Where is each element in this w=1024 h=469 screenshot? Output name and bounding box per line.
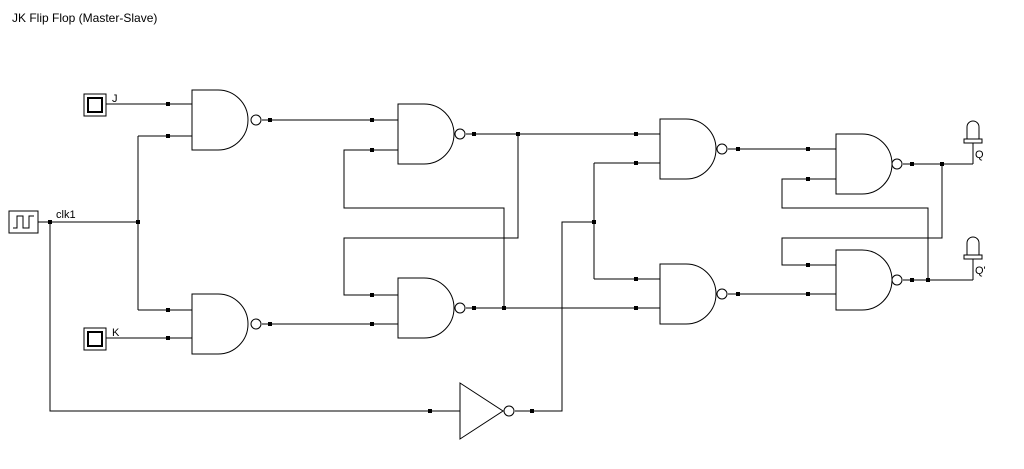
junction xyxy=(516,132,520,136)
junction xyxy=(268,322,272,326)
junction xyxy=(136,220,140,224)
junction xyxy=(910,162,914,166)
led-probe-icon xyxy=(963,120,983,144)
junction xyxy=(940,162,944,166)
junction xyxy=(48,220,52,224)
junction xyxy=(736,147,740,151)
junction xyxy=(806,263,810,267)
junction xyxy=(166,336,170,340)
junction xyxy=(428,409,432,413)
junction xyxy=(926,278,930,282)
junction xyxy=(268,118,272,122)
junction xyxy=(634,306,638,310)
junction xyxy=(634,161,638,165)
clock-label: clk1 xyxy=(56,209,76,221)
junction xyxy=(634,132,638,136)
junction xyxy=(910,278,914,282)
nand-gate-7 xyxy=(835,133,903,195)
toggle-input-icon[interactable] xyxy=(83,327,107,351)
square-wave-icon[interactable] xyxy=(8,210,39,234)
output-label-q-bar: Q' xyxy=(975,265,986,277)
junction xyxy=(502,306,506,310)
wire-n4-n3-feedback xyxy=(343,149,505,308)
input-label-j: J xyxy=(112,93,118,105)
led-probe-icon xyxy=(963,236,983,260)
junction xyxy=(736,292,740,296)
junction xyxy=(472,132,476,136)
nand-gate-2 xyxy=(191,293,262,355)
not-gate xyxy=(459,382,515,440)
junction xyxy=(370,293,374,297)
nand-gate-4 xyxy=(397,277,466,339)
nand-gate-5 xyxy=(659,118,728,180)
wire-qbar-n7-feedback xyxy=(781,178,929,280)
nand-gate-8 xyxy=(835,249,903,311)
junction xyxy=(592,220,596,224)
junction xyxy=(806,292,810,296)
wire-clk-not xyxy=(49,222,460,412)
junction xyxy=(472,306,476,310)
output-label-q: Q xyxy=(975,149,984,161)
wire-n3-n4-feedback xyxy=(343,134,519,296)
input-label-k: K xyxy=(112,327,120,339)
junction xyxy=(370,118,374,122)
wire-not-slave xyxy=(515,221,594,412)
nand-gate-3 xyxy=(397,103,466,165)
toggle-input-icon[interactable] xyxy=(83,93,107,117)
wires xyxy=(38,103,974,412)
junction xyxy=(166,308,170,312)
junction xyxy=(530,409,534,413)
junction xyxy=(166,102,170,106)
page-title: JK Flip Flop (Master-Slave) xyxy=(12,11,158,25)
wire-q-n8-feedback xyxy=(781,164,943,266)
junction xyxy=(634,277,638,281)
junction xyxy=(370,322,374,326)
junction xyxy=(166,134,170,138)
junction xyxy=(806,147,810,151)
junction xyxy=(806,177,810,181)
nand-gate-6 xyxy=(659,263,728,325)
junction xyxy=(370,148,374,152)
nand-gate-1 xyxy=(191,89,262,151)
junctions xyxy=(48,102,944,413)
